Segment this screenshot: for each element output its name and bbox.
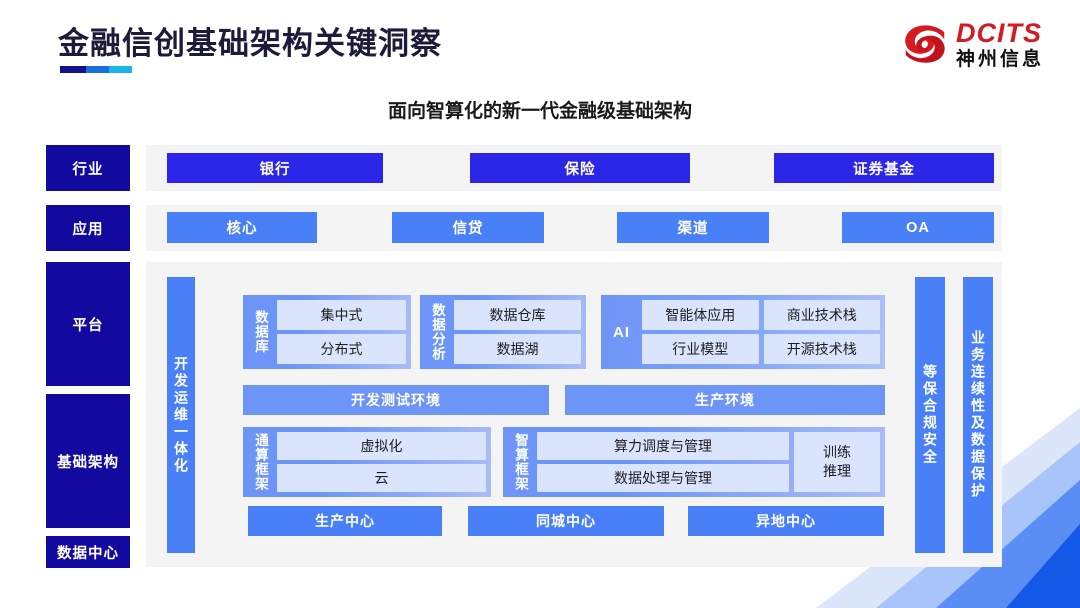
group-label-intelligent-compute: 智算框架 — [513, 433, 528, 491]
datacenter-remote-center[interactable]: 异地中心 — [688, 506, 884, 536]
cell-opensource-stack[interactable]: 开源技术栈 — [763, 334, 880, 364]
application-item-credit[interactable]: 信贷 — [392, 212, 544, 243]
accent-seg-2 — [86, 66, 109, 73]
cell-training-inference[interactable]: 训练 推理 — [794, 432, 880, 492]
group-ai: AI 智能体应用 商业技术栈 行业模型 开源技术栈 — [601, 295, 885, 369]
accent-seg-1 — [60, 66, 86, 73]
brand-logo: DCITS 神州信息 — [902, 20, 1044, 69]
rail-label-application: 应用 — [46, 205, 130, 251]
page-title: 金融信创基础架构关键洞察 — [58, 26, 442, 61]
environment-production[interactable]: 生产环境 — [565, 385, 885, 415]
accent-seg-3 — [109, 66, 132, 73]
devops-integration-bar: 开发运维一体化 — [167, 277, 195, 553]
group-label-data-analytics: 数据分析 — [430, 303, 445, 361]
application-item-core[interactable]: 核心 — [167, 212, 317, 243]
cell-cloud[interactable]: 云 — [277, 464, 486, 492]
rail-label-datacenter: 数据中心 — [46, 536, 130, 568]
cell-data-lake[interactable]: 数据湖 — [454, 334, 581, 364]
logo-text-en: DCITS — [955, 18, 1042, 48]
rail-label-platform: 平台 — [46, 262, 130, 386]
group-general-compute-framework: 通算框架 虚拟化 云 — [243, 427, 491, 497]
industry-item-insurance[interactable]: 保险 — [470, 153, 690, 183]
group-label-database: 数据库 — [253, 310, 268, 354]
cell-centralized[interactable]: 集中式 — [277, 300, 406, 330]
compliance-security-bar: 等保合规安全 — [915, 277, 945, 553]
cell-commercial-stack[interactable]: 商业技术栈 — [763, 300, 880, 330]
business-continuity-bar: 业务连续性及数据保护 — [963, 277, 993, 553]
industry-item-securities-fund[interactable]: 证券基金 — [774, 153, 994, 183]
cell-virtualization[interactable]: 虚拟化 — [277, 432, 486, 460]
rail-label-infrastructure: 基础架构 — [46, 394, 130, 528]
cell-compute-scheduling[interactable]: 算力调度与管理 — [537, 432, 789, 460]
cell-data-warehouse[interactable]: 数据仓库 — [454, 300, 581, 330]
environment-dev-test[interactable]: 开发测试环境 — [243, 385, 549, 415]
cell-agent-application[interactable]: 智能体应用 — [642, 300, 759, 330]
group-label-ai: AI — [613, 323, 630, 341]
group-data-analytics: 数据分析 数据仓库 数据湖 — [420, 295, 586, 369]
group-intelligent-compute-framework: 智算框架 算力调度与管理 数据处理与管理 训练 推理 — [503, 427, 885, 497]
swirl-icon — [905, 24, 945, 63]
datacenter-metro-center[interactable]: 同城中心 — [468, 506, 664, 536]
rail-label-industry: 行业 — [46, 145, 130, 191]
application-item-channel[interactable]: 渠道 — [617, 212, 769, 243]
group-database: 数据库 集中式 分布式 — [243, 295, 411, 369]
cell-industry-model[interactable]: 行业模型 — [642, 334, 759, 364]
datacenter-production-center[interactable]: 生产中心 — [248, 506, 442, 536]
logo-text-cn: 神州信息 — [955, 49, 1044, 70]
cell-data-processing[interactable]: 数据处理与管理 — [537, 464, 789, 492]
industry-item-bank[interactable]: 银行 — [167, 153, 383, 183]
application-item-oa[interactable]: OA — [842, 212, 994, 243]
cell-distributed[interactable]: 分布式 — [277, 334, 406, 364]
group-label-general-compute: 通算框架 — [253, 433, 268, 491]
title-accent-rule — [60, 66, 132, 73]
diagram-subtitle: 面向智算化的新一代金融级基础架构 — [387, 101, 692, 122]
